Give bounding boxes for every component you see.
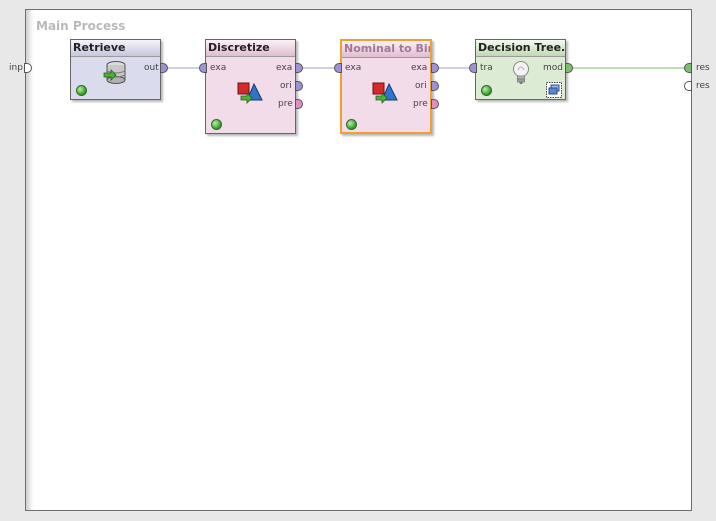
- operator-title: Retrieve: [71, 40, 160, 57]
- port-label-out1: exa: [276, 63, 293, 73]
- subprocess-icon[interactable]: [546, 82, 562, 98]
- process-input-label: inp: [9, 63, 23, 73]
- port-label-in: tra: [480, 63, 493, 73]
- operator-title: Discretize: [206, 40, 295, 57]
- process-result-port-1[interactable]: [684, 63, 692, 73]
- discretize-out-pre-port[interactable]: [295, 99, 303, 109]
- operator-nominal-to-binominal[interactable]: Nominal to Bin... exa exa ori pre: [340, 39, 432, 134]
- status-indicator: [211, 119, 222, 130]
- process-result-label-2: res: [696, 81, 710, 91]
- status-indicator: [76, 85, 87, 96]
- tree-out-mod-port[interactable]: [565, 63, 573, 73]
- port-label-out2: ori: [415, 81, 427, 91]
- operator-discretize[interactable]: Discretize exa exa ori pre: [205, 39, 296, 134]
- operator-decision-tree[interactable]: Decision Tree... tra mod: [475, 39, 566, 100]
- status-indicator: [346, 119, 357, 130]
- port-label-in: exa: [345, 63, 362, 73]
- process-result-label-1: res: [696, 63, 710, 73]
- operator-title: Decision Tree...: [476, 40, 565, 57]
- port-label-out3: pre: [413, 99, 428, 109]
- discretize-out-ori-port[interactable]: [295, 81, 303, 91]
- port-label-out2: ori: [280, 81, 292, 91]
- database-icon: [103, 61, 126, 84]
- nominal-out-exa-port[interactable]: [431, 63, 439, 73]
- port-label-out: mod: [543, 63, 563, 73]
- shapes-transform-icon: [372, 82, 398, 104]
- retrieve-out-port[interactable]: [160, 63, 168, 73]
- lightbulb-icon: [513, 61, 529, 84]
- process-input-port[interactable]: [24, 63, 32, 73]
- discretize-out-exa-port[interactable]: [295, 63, 303, 73]
- operator-retrieve[interactable]: Retrieve out: [70, 39, 161, 100]
- port-label-out: out: [144, 63, 159, 73]
- operator-title: Nominal to Bin...: [342, 41, 430, 58]
- discretize-in-port[interactable]: [199, 63, 207, 73]
- nominal-out-ori-port[interactable]: [431, 81, 439, 91]
- nominal-out-pre-port[interactable]: [431, 99, 439, 109]
- process-result-port-2[interactable]: [684, 81, 692, 91]
- nominal-in-port[interactable]: [334, 63, 342, 73]
- process-title: Main Process: [36, 19, 126, 33]
- shapes-transform-icon: [237, 82, 263, 104]
- port-label-out3: pre: [278, 99, 293, 109]
- status-indicator: [481, 85, 492, 96]
- port-label-out1: exa: [411, 63, 428, 73]
- tree-in-port[interactable]: [469, 63, 477, 73]
- port-label-in: exa: [210, 63, 227, 73]
